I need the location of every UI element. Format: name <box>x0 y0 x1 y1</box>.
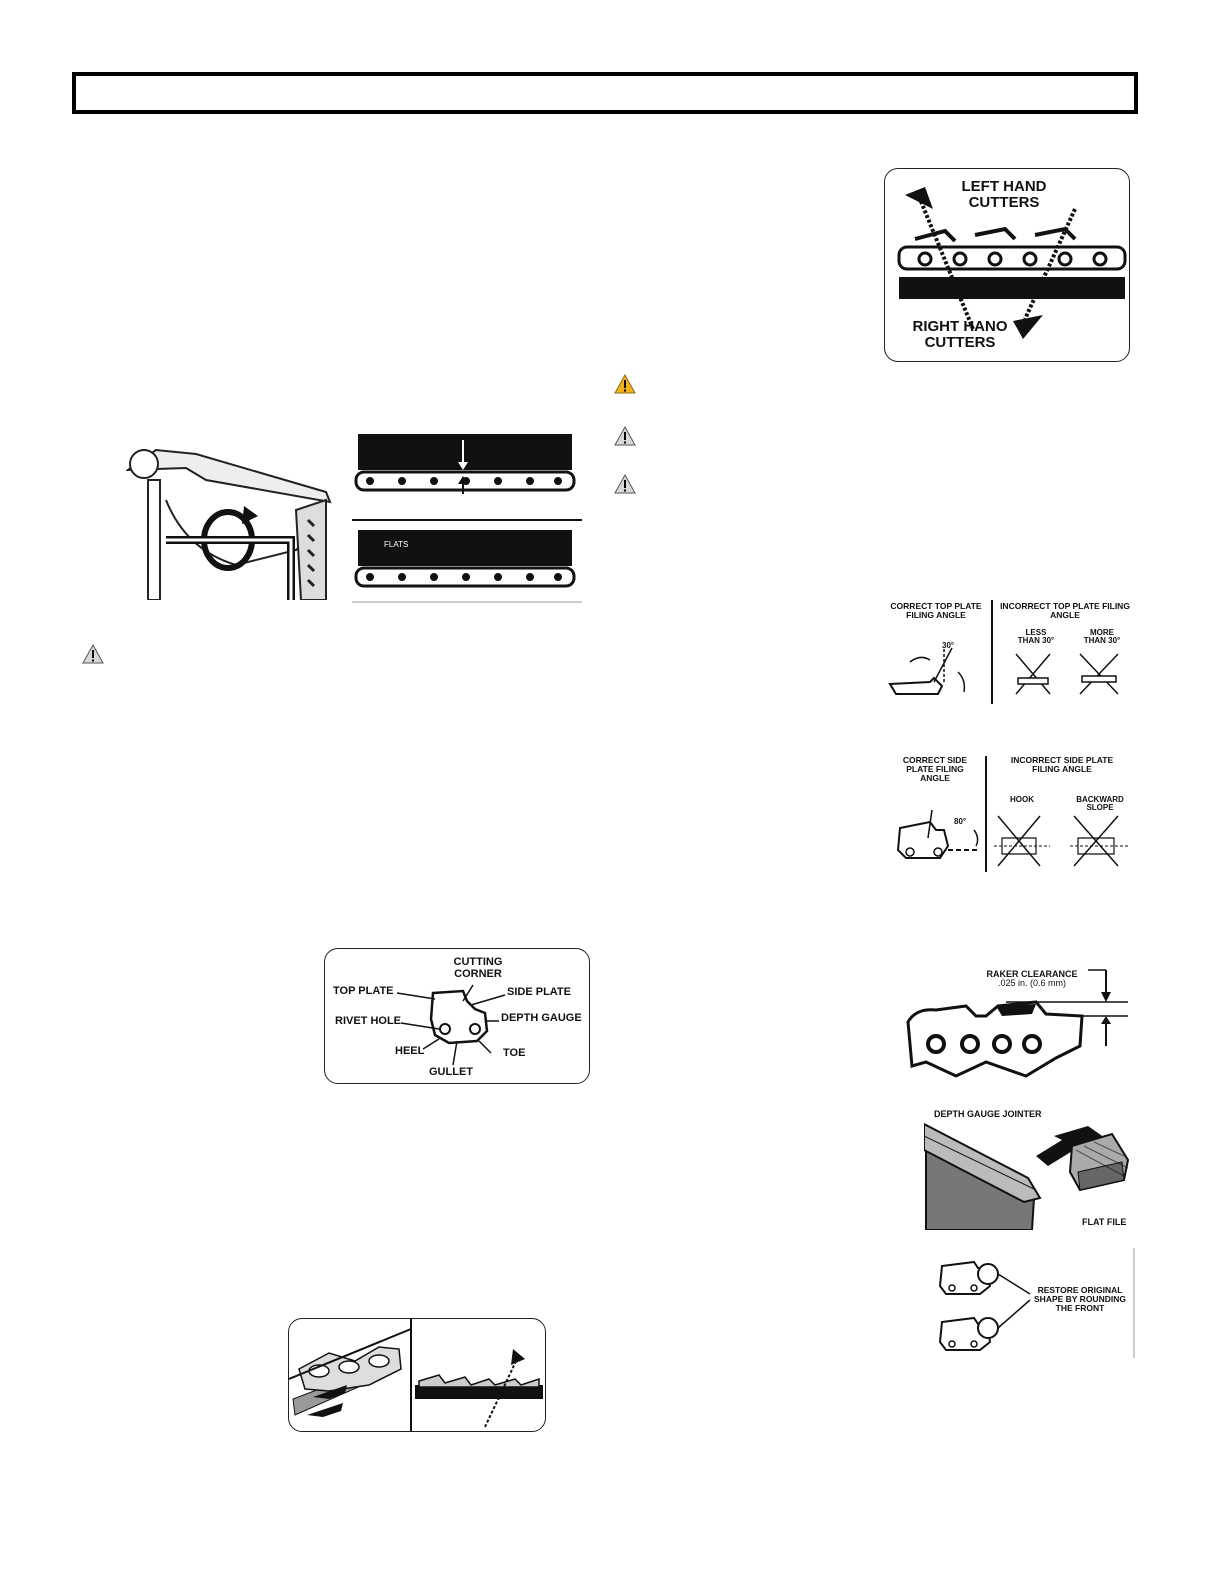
heel-label: HEEL <box>395 1045 425 1057</box>
jointer-label: DEPTH GAUGE JOINTER <box>934 1109 1042 1119</box>
backward-line1: BACKWARD <box>1076 795 1124 804</box>
correct-side-plate-line3: ANGLE <box>920 772 950 783</box>
right-hand-label: RIGHT HANO <box>912 318 1008 335</box>
restore-shape-figure: RESTORE ORIGINAL SHAPE BY ROUNDING THE F… <box>934 1248 1136 1358</box>
left-hand-label: LEFT HAND <box>961 178 1047 195</box>
top-plate-angle-figure: CORRECT TOP PLATE FILING ANGLE 30° INCOR… <box>886 598 1134 706</box>
raker-clearance-figure: RAKER CLEARANCE .025 in. (0.6 mm) <box>906 966 1132 1080</box>
backward-line2: SLOPE <box>1086 803 1114 813</box>
right-hand-cutters-label: RIGHT HANO CUTTERS <box>905 319 1015 351</box>
depth-gauge-label: DEPTH GAUGE <box>501 1012 582 1024</box>
tensioner-drawing <box>124 440 332 601</box>
raker-clearance-label: RAKER CLEARANCE .025 in. (0.6 mm) <box>984 969 1080 989</box>
correct-top-plate-line2: FILING ANGLE <box>906 609 966 620</box>
filing-direction-drawing <box>289 1319 543 1431</box>
restore-label: RESTORE ORIGINAL SHAPE BY ROUNDING THE F… <box>1030 1286 1130 1313</box>
restore-line1: RESTORE ORIGINAL <box>1037 1285 1123 1295</box>
correct-side-plate-label: CORRECT SIDE PLATE FILING ANGLE <box>890 756 980 783</box>
jointer-drawing <box>923 1106 1134 1231</box>
more-than-label: MORE THAN 30° <box>1076 628 1128 646</box>
cutting-corner-label: CUTTING CORNER <box>443 956 513 980</box>
warning-icon <box>82 644 104 664</box>
incorrect-top-plate-line1: INCORRECT TOP PLATE FILING <box>1000 601 1130 611</box>
cutter-parts-figure: CUTTING CORNER TOP PLATE SIDE PLATE RIVE… <box>324 948 590 1084</box>
less-line2: THAN 30° <box>1017 636 1055 646</box>
right-hand-label-2: CUTTERS <box>924 333 996 351</box>
raker-line2: .025 in. (0.6 mm) <box>997 978 1067 989</box>
depth-gauge-jointer-figure: DEPTH GAUGE JOINTER FLAT FILE <box>923 1106 1134 1231</box>
more-line2: THAN 30° <box>1083 636 1121 646</box>
incorrect-side-plate-line2: FILING ANGLE <box>1032 763 1092 774</box>
correct-top-plate-line1: CORRECT TOP PLATE <box>890 601 982 611</box>
raker-line1: RAKER CLEARANCE <box>986 969 1078 979</box>
rivet-hole-label: RIVET HOLE <box>335 1015 402 1027</box>
more-line1: MORE <box>1090 628 1114 637</box>
restore-line3: THE FRONT <box>1055 1302 1105 1313</box>
hook-label: HOOK <box>1010 795 1034 804</box>
cutter-parts-drawing <box>396 984 506 1066</box>
top-plate-label: TOP PLATE <box>333 985 394 997</box>
toe-label: TOE <box>503 1047 526 1059</box>
cutter-direction-drawing <box>897 187 1127 339</box>
correct-top-plate-label: CORRECT TOP PLATE FILING ANGLE <box>886 602 986 620</box>
restore-drawing <box>938 1248 1135 1358</box>
warning-icon <box>614 474 636 494</box>
less-line1: LESS <box>1025 628 1047 637</box>
correct-side-plate-line2: PLATE FILING <box>906 763 964 774</box>
filing-direction-figure <box>288 1318 546 1432</box>
cutting-corner-line1: CUTTING <box>453 956 503 968</box>
side-plate-angle-figure: CORRECT SIDE PLATE FILING ANGLE 80° INCO… <box>890 754 1134 874</box>
left-hand-label-2: CUTTERS <box>968 193 1040 211</box>
restore-line2: SHAPE BY ROUNDING <box>1034 1293 1126 1304</box>
incorrect-top-plate-line2: ANGLE <box>1050 609 1080 620</box>
warning-icon <box>614 426 636 446</box>
left-hand-cutters-label: LEFT HAND CUTTERS <box>949 179 1059 211</box>
warning-icon <box>614 374 636 394</box>
page-title-box <box>72 72 1138 114</box>
chain-tension-figure <box>124 440 332 601</box>
chain-fit-drawing <box>352 434 582 603</box>
incorrect-side-plate-line1: INCORRECT SIDE PLATE <box>1010 755 1114 765</box>
cutting-corner-line2: CORNER <box>454 967 502 980</box>
incorrect-top-plate-label: INCORRECT TOP PLATE FILING ANGLE <box>996 602 1134 620</box>
cutter-direction-figure: LEFT HAND CUTTERS RIGHT HANO CUTTERS <box>884 168 1130 362</box>
incorrect-side-plate-label: INCORRECT SIDE PLATE FILING ANGLE <box>990 756 1134 774</box>
side-plate-angle-value: 80° <box>954 817 967 826</box>
gullet-label: GULLET <box>429 1066 473 1078</box>
side-plate-label: SIDE PLATE <box>507 986 571 998</box>
flat-file-label: FLAT FILE <box>1082 1217 1127 1227</box>
backward-slope-label: BACKWARD SLOPE <box>1070 795 1130 813</box>
side-plate-drawing <box>896 756 1130 872</box>
chain-fit-figure: FLATS <box>352 434 582 604</box>
raker-drawing <box>906 969 1128 1078</box>
less-than-label: LESS THAN 30° <box>1010 628 1062 646</box>
top-plate-angle-value: 30° <box>942 641 955 650</box>
flats-label: FLATS <box>384 540 409 549</box>
correct-side-plate-line1: CORRECT SIDE <box>902 755 968 765</box>
top-plate-drawing <box>888 600 1119 704</box>
